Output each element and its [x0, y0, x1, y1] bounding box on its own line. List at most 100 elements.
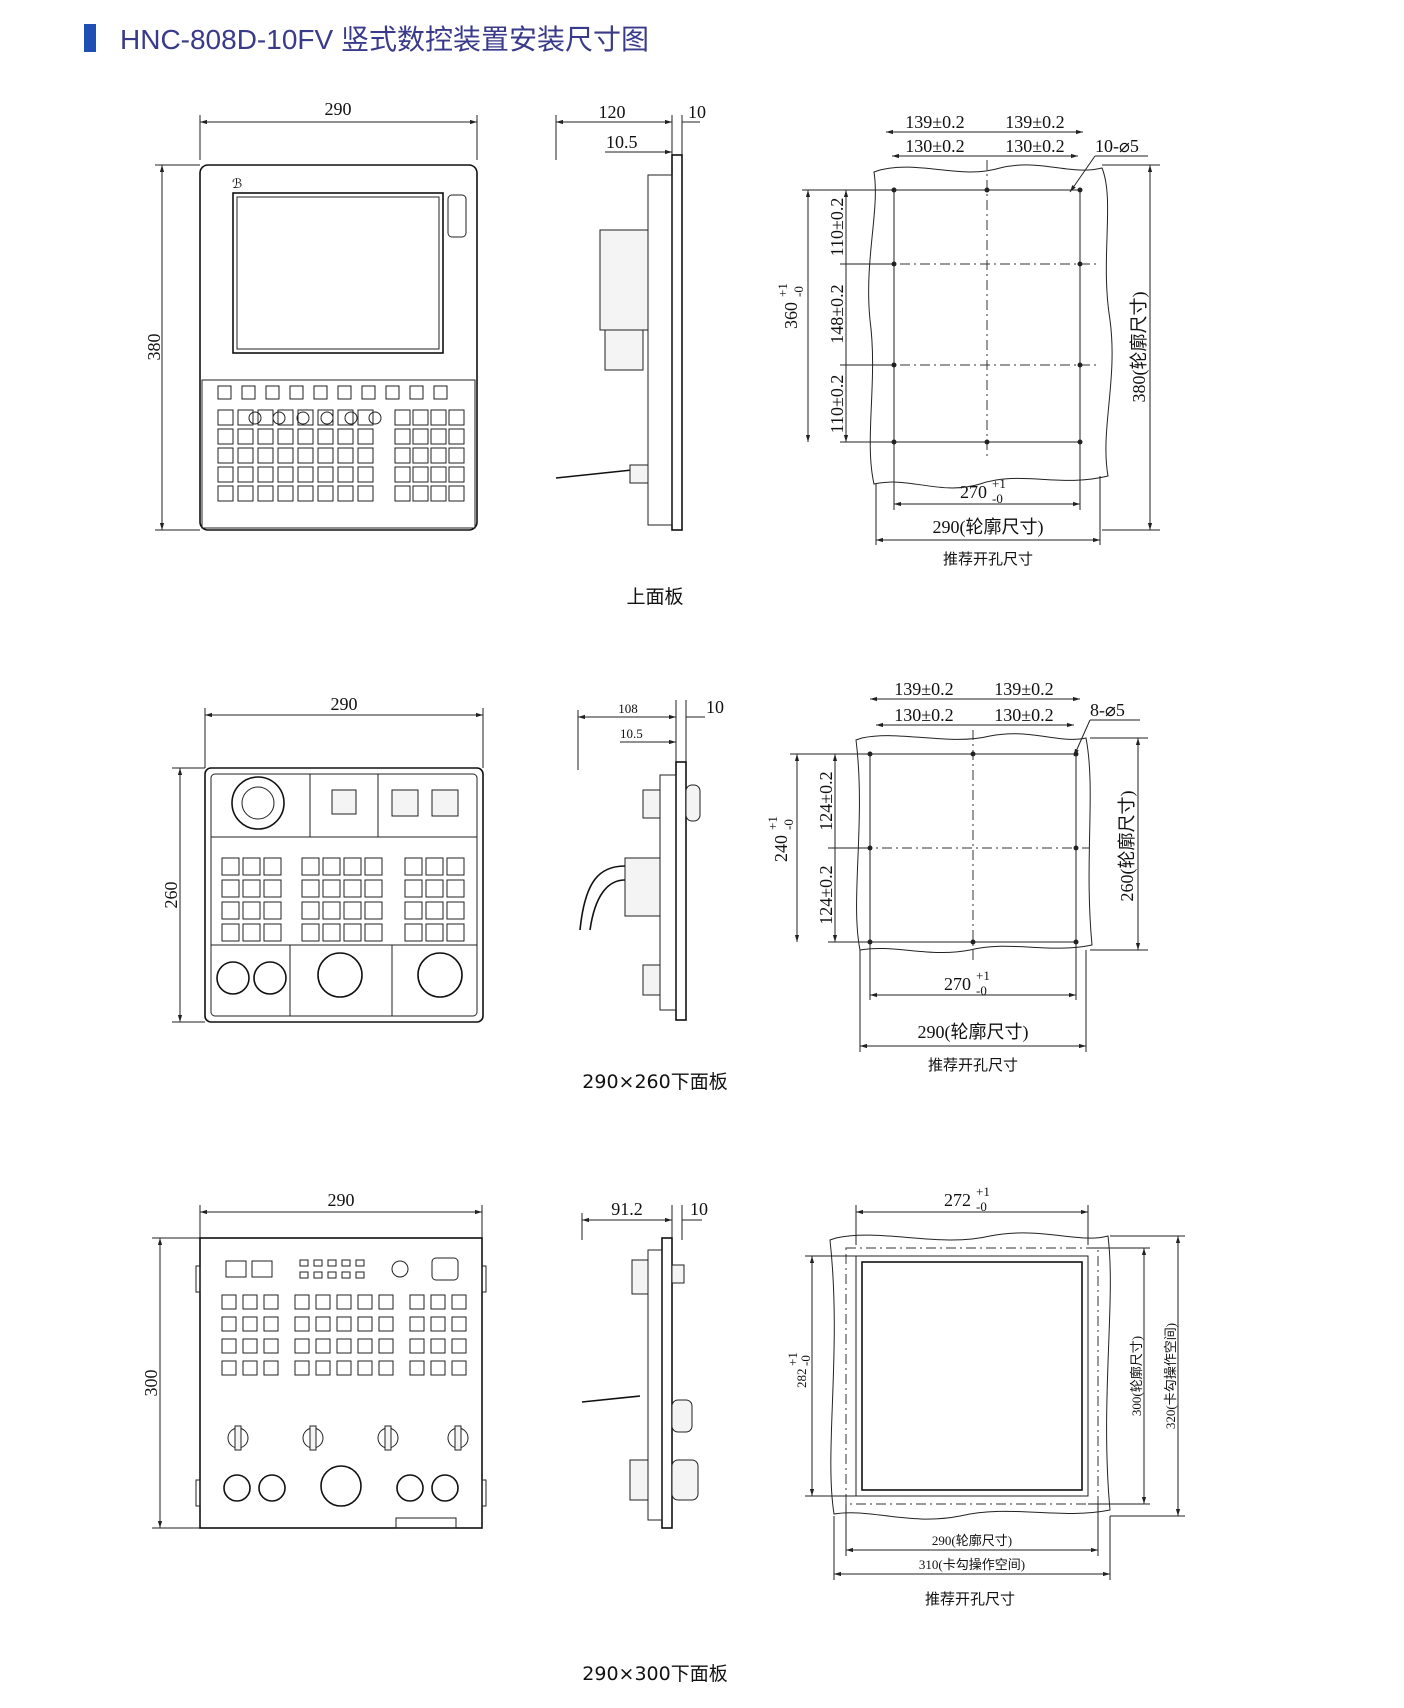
nav-key [448, 466, 465, 483]
function-key [289, 385, 304, 400]
function-key [409, 385, 424, 400]
svg-text:+1: +1 [775, 283, 790, 297]
svg-text:+1: +1 [765, 816, 780, 830]
key-block-middle [364, 901, 383, 920]
indicator-led [313, 1259, 323, 1267]
nav-key [394, 409, 411, 426]
key-block-middle [343, 923, 362, 942]
key-block-middle [315, 1294, 331, 1310]
indicator-led [341, 1271, 351, 1279]
key-block-middle [322, 857, 341, 876]
key-block-left [242, 1338, 258, 1354]
key-block-right [446, 901, 465, 920]
upper-keypad [217, 385, 465, 502]
upper-v-1: 110±0.2 [827, 198, 847, 257]
function-key [385, 385, 400, 400]
key-block-middle [315, 1316, 331, 1332]
lower260-keypad [221, 857, 465, 942]
key-block-left [242, 901, 261, 920]
emergency-stop-button [320, 1465, 362, 1507]
mount-hole [1073, 751, 1079, 757]
keypad-key [297, 485, 314, 502]
key-block-left [242, 879, 261, 898]
upper-pitch-inner-2: 130±0.2 [1005, 136, 1064, 156]
lower300-key-switches [227, 1425, 469, 1451]
keypad-key [257, 409, 274, 426]
key-block-right [446, 879, 465, 898]
indicator-led [355, 1259, 365, 1267]
nav-key [448, 447, 465, 464]
key-block-middle [336, 1360, 352, 1376]
svg-text:282: 282 [794, 1369, 809, 1389]
mount-hole [984, 187, 990, 193]
key-block-right [404, 879, 423, 898]
key-block-right [404, 901, 423, 920]
upper-pitch-top-2: 139±0.2 [1005, 112, 1064, 132]
keypad-key [337, 428, 354, 445]
key-block-middle [364, 857, 383, 876]
key-block-left [263, 923, 282, 942]
upper-side-view: 120 10 10.5 [555, 102, 706, 531]
lower260-outline-height: 260(轮廓尺寸) [1117, 791, 1138, 902]
key-block-right [430, 1316, 446, 1332]
key-block-middle [294, 1360, 310, 1376]
keypad-key [237, 447, 254, 464]
lower300-cutout-view: 272 +1 -0 282 +1 -0 300(轮廓尺寸) 320(卡勾操作空间… [785, 1184, 1185, 1608]
keypad-key [277, 428, 294, 445]
key-block-middle [315, 1338, 331, 1354]
lower300-hook-width: 310(卡勾操作空间) [919, 1557, 1025, 1572]
key-block-right [425, 901, 444, 920]
key-block-middle [301, 857, 320, 876]
nav-key [394, 447, 411, 464]
upper-side-step-dim: 10.5 [606, 132, 638, 152]
key-block-middle [315, 1360, 331, 1376]
round-key [320, 411, 334, 425]
key-block-right [409, 1360, 425, 1376]
nav-key [412, 428, 429, 445]
keypad-key [297, 466, 314, 483]
keypad-key [337, 485, 354, 502]
key-block-left [263, 857, 282, 876]
key-block-middle [294, 1316, 310, 1332]
keypad-key [237, 485, 254, 502]
nav-key [412, 485, 429, 502]
lower300-caption: 290×300下面板 [582, 1663, 727, 1685]
svg-text:-0: -0 [781, 819, 796, 830]
function-key [433, 385, 448, 400]
key-block-right [451, 1338, 467, 1354]
upper-cutout-width: 270 +1 -0 [960, 476, 1006, 506]
keypad-key [337, 466, 354, 483]
key-block-middle [336, 1338, 352, 1354]
lower300-outline-width: 290(轮廓尺寸) [932, 1533, 1012, 1548]
key-block-middle [378, 1360, 394, 1376]
indicator-led [299, 1259, 309, 1267]
key-switch-handle [234, 1425, 242, 1451]
nav-key [430, 447, 447, 464]
key-block-right [430, 1294, 446, 1310]
lower300-outline-height: 300(轮廓尺寸) [1129, 1336, 1144, 1416]
lower300-side-view: 91.2 10 [581, 1199, 708, 1529]
upper-side-flange-dim: 10 [688, 102, 706, 122]
key-block-left [263, 1316, 279, 1332]
keypad-key [357, 428, 374, 445]
function-key [265, 385, 280, 400]
lower300-front-view: 290 300 [141, 1190, 487, 1529]
key-block-middle [322, 901, 341, 920]
key-block-right [430, 1360, 446, 1376]
key-block-right [451, 1316, 467, 1332]
svg-text:270: 270 [944, 974, 971, 994]
round-key [248, 411, 262, 425]
key-switch-handle [454, 1425, 462, 1451]
lower260-cutout-width: 270 +1 -0 [944, 968, 990, 998]
keypad-key [297, 447, 314, 464]
key-block-middle [301, 879, 320, 898]
svg-text:-0: -0 [798, 1355, 813, 1366]
key-block-middle [378, 1316, 394, 1332]
indicator-led [327, 1259, 337, 1267]
key-block-right [430, 1338, 446, 1354]
indicator-led [313, 1271, 323, 1279]
upper-cutout-view: 139±0.2 139±0.2 130±0.2 130±0.2 10-⌀5 11… [775, 112, 1160, 568]
svg-text:272: 272 [944, 1190, 971, 1210]
key-block-middle [357, 1338, 373, 1354]
keypad-key [217, 428, 234, 445]
